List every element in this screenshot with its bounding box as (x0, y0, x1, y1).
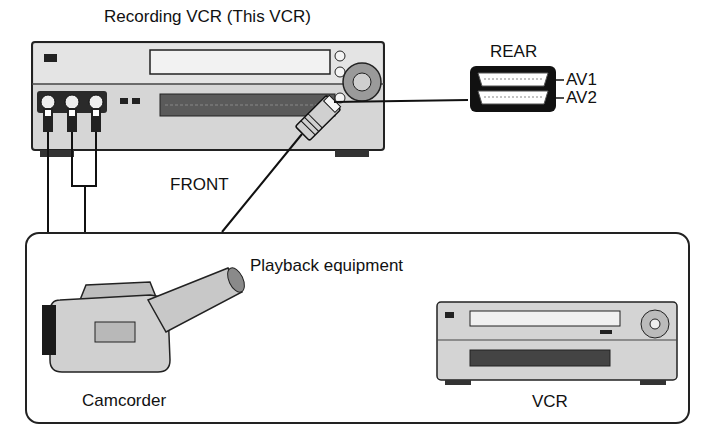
connector-name: AV2 (566, 88, 597, 108)
camcorder-drawing-part (42, 305, 56, 355)
rca-plugs-and-wires-part (91, 108, 101, 132)
rca-plugs-and-wires-part (95, 132, 97, 186)
rear-panel-part (556, 79, 564, 81)
scart-plug-part-part (295, 95, 340, 140)
rca-plugs-and-wires-part (71, 132, 73, 186)
recording-vcr-drawing-part (32, 42, 384, 150)
rca-plugs-and-wires-part (43, 108, 53, 132)
recording-vcr-drawing-part (120, 98, 128, 104)
playback-vcr-drawing-part (437, 340, 677, 341)
playback-vcr-drawing-part (445, 380, 471, 385)
playback-vcr-drawing-part (470, 311, 620, 326)
camcorder-drawing (42, 265, 248, 372)
scart-plug-part-part (301, 121, 315, 135)
device-label: Camcorder (82, 391, 166, 411)
rear-panel-part (478, 91, 548, 104)
scart-plug-part (295, 94, 342, 141)
rca-plugs-and-wires-part (47, 132, 49, 196)
recording-vcr: Recording VCR (This VCR) FRONT (30, 5, 385, 195)
rca-plugs-and-wires-part (69, 110, 75, 116)
rca-plugs-and-wires (43, 108, 101, 196)
rear-panel-part (556, 97, 564, 99)
recording-vcr-drawing-part (335, 51, 345, 61)
rear-panel-part (478, 73, 548, 86)
recording-vcr-drawing-part (32, 83, 384, 85)
camcorder-drawing-part (95, 322, 135, 342)
recording-vcr-drawing-part (343, 63, 381, 101)
rear-panel-part (484, 79, 542, 80)
panel-label: REAR (490, 42, 537, 62)
rca-plugs-and-wires-part (84, 186, 86, 196)
recording-vcr-drawing-part (353, 73, 371, 91)
recording-vcr-drawing-part (165, 105, 330, 106)
recording-vcr-drawing-part (40, 150, 74, 157)
rca-plugs-and-wires-part (45, 110, 51, 116)
scart-plug-part-part (305, 117, 319, 131)
rca-plugs-and-wires-part (93, 110, 99, 116)
playback-vcr-drawing-part (600, 330, 612, 334)
camcorder-group: Camcorder (42, 277, 247, 417)
group-title: Playback equipment (250, 256, 403, 276)
connector-name: AV1 (566, 70, 597, 90)
rear-panel-part (484, 97, 542, 98)
scart-plug-part-part (308, 114, 322, 128)
signal-cable (48, 195, 85, 232)
playback-vcr-drawing-part (640, 380, 666, 385)
playback-vcr-drawing-part (470, 350, 610, 366)
playback-vcr-drawing-part (650, 319, 660, 329)
camcorder-drawing-part (224, 265, 248, 294)
playback-vcr-drawing-part (445, 312, 454, 318)
device-title: Recording VCR (This VCR) (30, 7, 385, 27)
recording-vcr-drawing-part (335, 93, 345, 103)
front-jacks-part (41, 95, 55, 109)
recording-vcr-drawing-part (132, 98, 140, 104)
playback-vcr-drawing-part (437, 302, 677, 380)
playback-vcr-drawing (437, 302, 677, 385)
recording-vcr-drawing-part (44, 54, 57, 62)
panel-label: FRONT (170, 175, 229, 195)
playback-vcr-drawing-part (641, 310, 669, 338)
rear-panel-part (470, 66, 556, 112)
rear-panel (470, 66, 564, 112)
vcr-group: VCR (432, 292, 687, 417)
recording-vcr-drawing-part (34, 44, 382, 84)
recording-vcr-drawing (32, 42, 384, 157)
front-jacks-part (89, 95, 103, 109)
recording-vcr-drawing-part (335, 150, 369, 157)
signal-cable (222, 100, 468, 232)
front-jacks-part (65, 95, 79, 109)
device-label: VCR (532, 392, 568, 412)
rca-plugs-and-wires-part (67, 108, 77, 132)
playback-box: Playback equipmentCamcorder VCR (25, 232, 690, 424)
scart-plug-part-part (324, 95, 341, 112)
scart-plug (295, 94, 342, 141)
recording-vcr-drawing-part (150, 50, 330, 74)
